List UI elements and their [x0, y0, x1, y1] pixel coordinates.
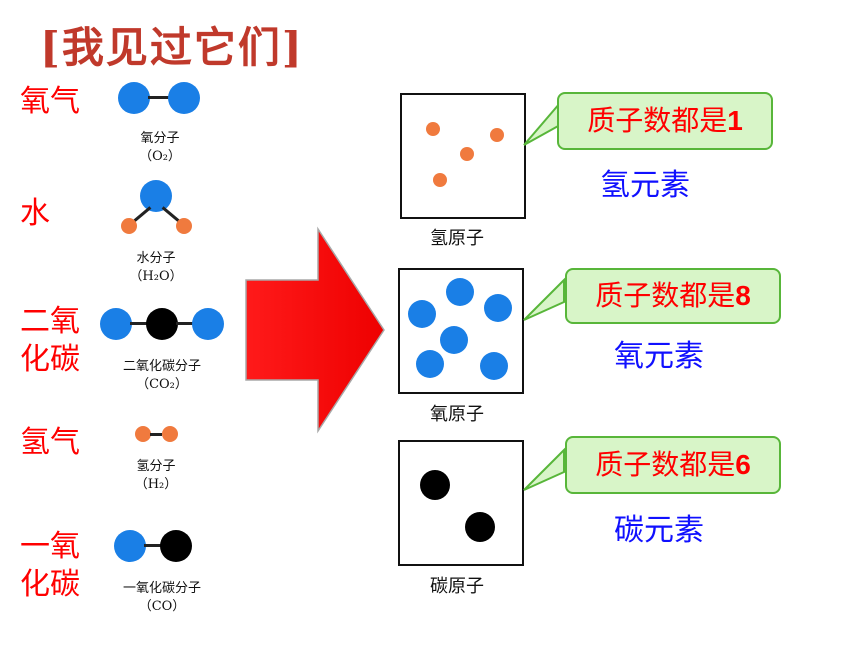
- hydrogen-atom: [490, 128, 504, 142]
- oxygen-atom: [168, 82, 200, 114]
- caption-oxygen-atoms: 氧原子: [430, 404, 484, 425]
- label-co2-line1: 二氧: [20, 304, 80, 339]
- caption-co2-molecule: 二氧化碳分子: [122, 359, 201, 374]
- carbon-atoms-box: [398, 440, 524, 566]
- callout-oxygen: 质子数都是8: [565, 268, 781, 324]
- bond: [148, 96, 170, 99]
- oxygen-atom: [140, 180, 172, 212]
- caption-oxygen-molecule: 氧分子: [140, 131, 180, 146]
- callout-hydrogen: 质子数都是1: [557, 92, 773, 150]
- carbon-atom: [146, 308, 178, 340]
- hydrogen-atom: [460, 147, 474, 161]
- element-oxygen: 氧元素: [614, 339, 704, 374]
- hydrogen-atom: [162, 426, 178, 442]
- label-co2-line2: 化碳: [20, 342, 80, 377]
- bond: [130, 322, 148, 325]
- caption-water-molecule: 水分子: [136, 251, 176, 266]
- callout-tail: [523, 447, 565, 491]
- oxygen-atom: [484, 294, 512, 322]
- oxygen-atom: [446, 278, 474, 306]
- element-hydrogen: 氢元素: [600, 168, 690, 203]
- formula-water-molecule: （H₂O）: [129, 269, 183, 284]
- oxygen-atom: [408, 300, 436, 328]
- caption-co-molecule: 一氧化碳分子: [122, 581, 201, 596]
- page-title: [我见过它们]: [40, 23, 304, 72]
- label-co-line1: 一氧: [20, 529, 80, 564]
- caption-hydrogen-molecule: 氢分子: [136, 459, 176, 474]
- bond: [150, 433, 162, 436]
- label-co-line2: 化碳: [20, 567, 80, 602]
- formula-hydrogen-molecule: （H₂）: [134, 477, 178, 492]
- hydrogen-atoms-box: [400, 93, 526, 219]
- oxygen-atom: [416, 350, 444, 378]
- proton-number: 1: [727, 105, 743, 136]
- caption-carbon-atoms: 碳原子: [430, 576, 484, 597]
- callout-tail: [523, 277, 565, 321]
- oxygen-atom: [192, 308, 224, 340]
- hydrogen-atom: [121, 218, 137, 234]
- proton-number: 8: [735, 280, 751, 311]
- oxygen-atom: [100, 308, 132, 340]
- element-carbon: 碳元素: [614, 513, 704, 548]
- hydrogen-atom: [135, 426, 151, 442]
- bond: [176, 322, 194, 325]
- oxygen-atom: [114, 530, 146, 562]
- formula-co-molecule: （CO）: [138, 599, 186, 614]
- carbon-atom: [420, 470, 450, 500]
- label-oxygen: 氧气: [20, 84, 80, 119]
- proton-number: 6: [735, 449, 751, 480]
- oxygen-atom: [118, 82, 150, 114]
- label-water: 水: [20, 196, 50, 231]
- callout-carbon: 质子数都是6: [565, 436, 781, 494]
- hydrogen-atom: [433, 173, 447, 187]
- caption-hydrogen-atoms: 氢原子: [430, 228, 484, 249]
- formula-co2-molecule: （CO₂）: [136, 377, 188, 392]
- carbon-atom: [465, 512, 495, 542]
- hydrogen-atom: [426, 122, 440, 136]
- callout-text: 质子数都是: [595, 279, 736, 312]
- label-hydrogen: 氢气: [20, 425, 80, 460]
- callout-text: 质子数都是: [587, 104, 728, 137]
- hydrogen-atom: [176, 218, 192, 234]
- bond: [144, 544, 162, 547]
- formula-oxygen-molecule: （O₂）: [139, 149, 181, 164]
- callout-text: 质子数都是: [595, 448, 736, 481]
- carbon-atom: [160, 530, 192, 562]
- oxygen-atoms-box: [398, 268, 524, 394]
- oxygen-atom: [440, 326, 468, 354]
- oxygen-atom: [480, 352, 508, 380]
- arrow-icon: [245, 226, 385, 434]
